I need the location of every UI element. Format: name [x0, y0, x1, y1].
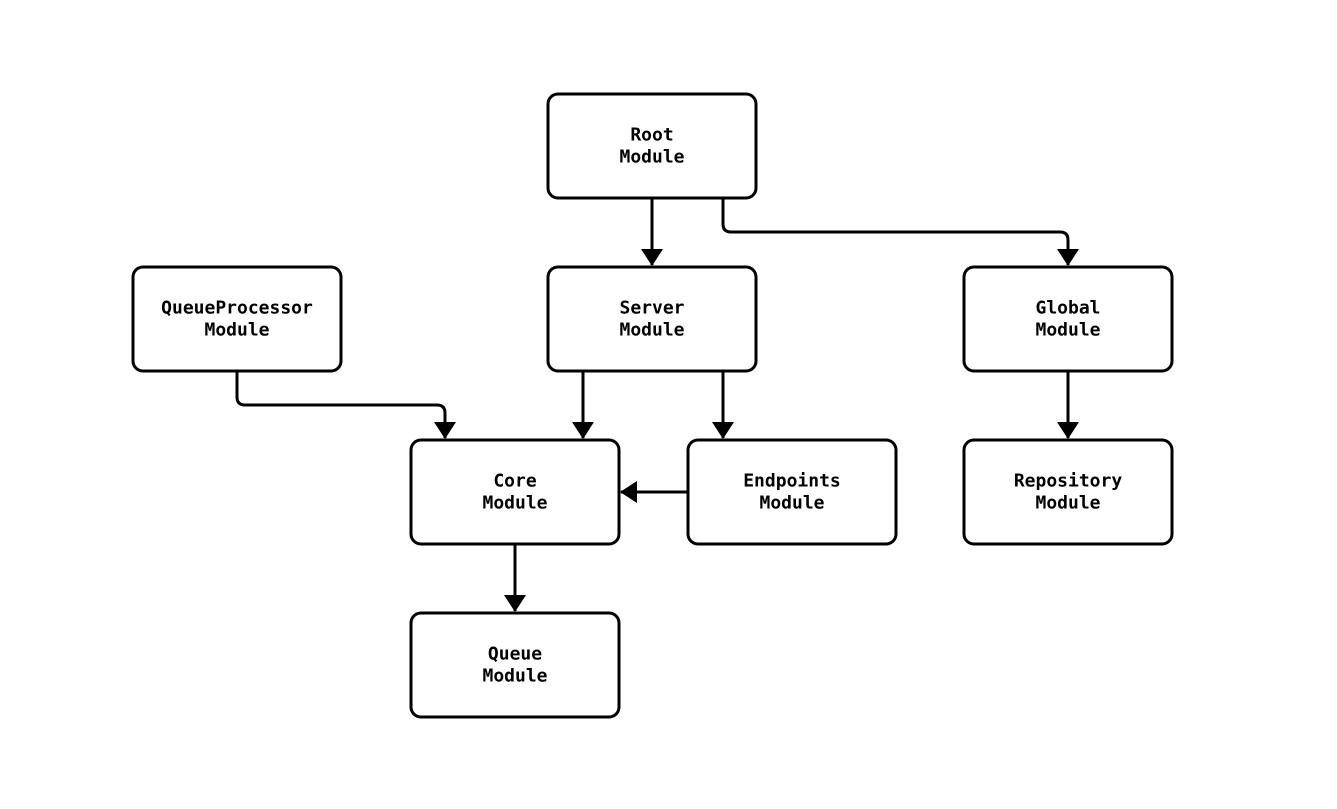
- node-label-line1: Core: [493, 471, 537, 492]
- node-box: [962, 438, 1174, 546]
- node-label-line2: Module: [204, 320, 269, 341]
- node-label-line2: Module: [482, 493, 547, 514]
- node-box: [962, 265, 1174, 373]
- node-label-line1: Root: [630, 125, 673, 146]
- edges-layer: [235, 198, 1079, 612]
- node-label-line1: Endpoints: [743, 471, 841, 492]
- node-box: [131, 265, 343, 373]
- edge-queue-processor-to-core: [235, 371, 456, 439]
- node-label-line1: QueueProcessor: [161, 298, 313, 319]
- node-label-line1: Server: [619, 298, 684, 319]
- node-box: [546, 265, 758, 373]
- node-label-line2: Module: [619, 320, 684, 341]
- node-label-line1: Queue: [488, 644, 542, 665]
- node-label-line1: Global: [1035, 298, 1100, 319]
- edge-root-to-global: [721, 198, 1079, 266]
- node-label-line2: Module: [1035, 320, 1100, 341]
- node-box: [686, 438, 898, 546]
- node-label-line2: Module: [759, 493, 824, 514]
- node-label-line2: Module: [1035, 493, 1100, 514]
- node-box: [409, 611, 621, 719]
- nodes-layer: RootModuleQueueProcessorModuleServerModu…: [131, 92, 1174, 719]
- node-box: [546, 92, 758, 200]
- node-box: [409, 438, 621, 546]
- node-label-line1: Repository: [1014, 471, 1123, 492]
- node-label-line2: Module: [482, 666, 547, 687]
- node-label-line2: Module: [619, 147, 684, 168]
